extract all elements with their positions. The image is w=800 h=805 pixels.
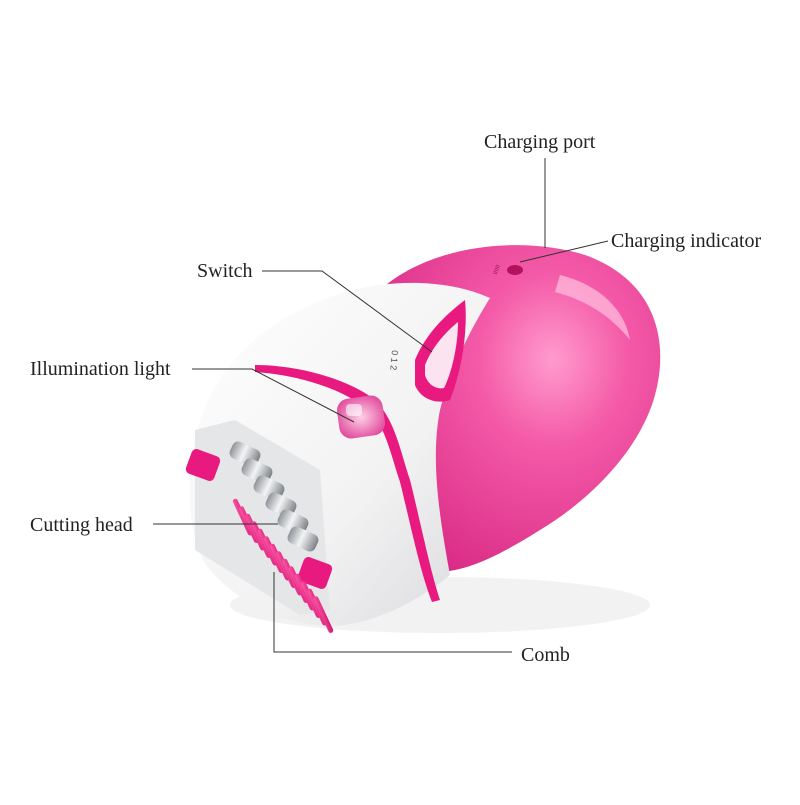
leader-line-comb [273, 572, 512, 653]
label-illumination-light: Illumination light [30, 358, 171, 380]
illumination-light-highlight [346, 404, 362, 416]
leader-lines [153, 158, 609, 653]
pink-body-highlight [555, 275, 630, 340]
model-mark-text: IIIIII [493, 264, 502, 276]
cutting-head-housing [195, 420, 330, 615]
label-switch: Switch [197, 260, 253, 282]
leader-line-switch [262, 270, 433, 353]
leader-line-illumination [192, 368, 355, 423]
switch-marks: 0 1 2 [388, 350, 400, 371]
shell-accent-stripe [255, 365, 440, 602]
power-switch-face [425, 322, 458, 389]
label-charging-port: Charging port [484, 131, 596, 153]
cutting-disc [287, 526, 319, 552]
metal-cutting-discs [229, 441, 319, 552]
label-comb: Comb [521, 644, 570, 666]
leader-line-charging-indicator [519, 240, 609, 263]
head-end-cap-top [185, 449, 221, 481]
head-end-cap-bottom [297, 557, 333, 589]
illumination-light [336, 395, 386, 439]
comb [232, 498, 334, 633]
label-cutting-head: Cutting head [30, 514, 133, 536]
label-charging-indicator: Charging indicator [611, 230, 762, 252]
comb-tooth [313, 596, 334, 633]
charging-indicator-led [507, 265, 523, 275]
